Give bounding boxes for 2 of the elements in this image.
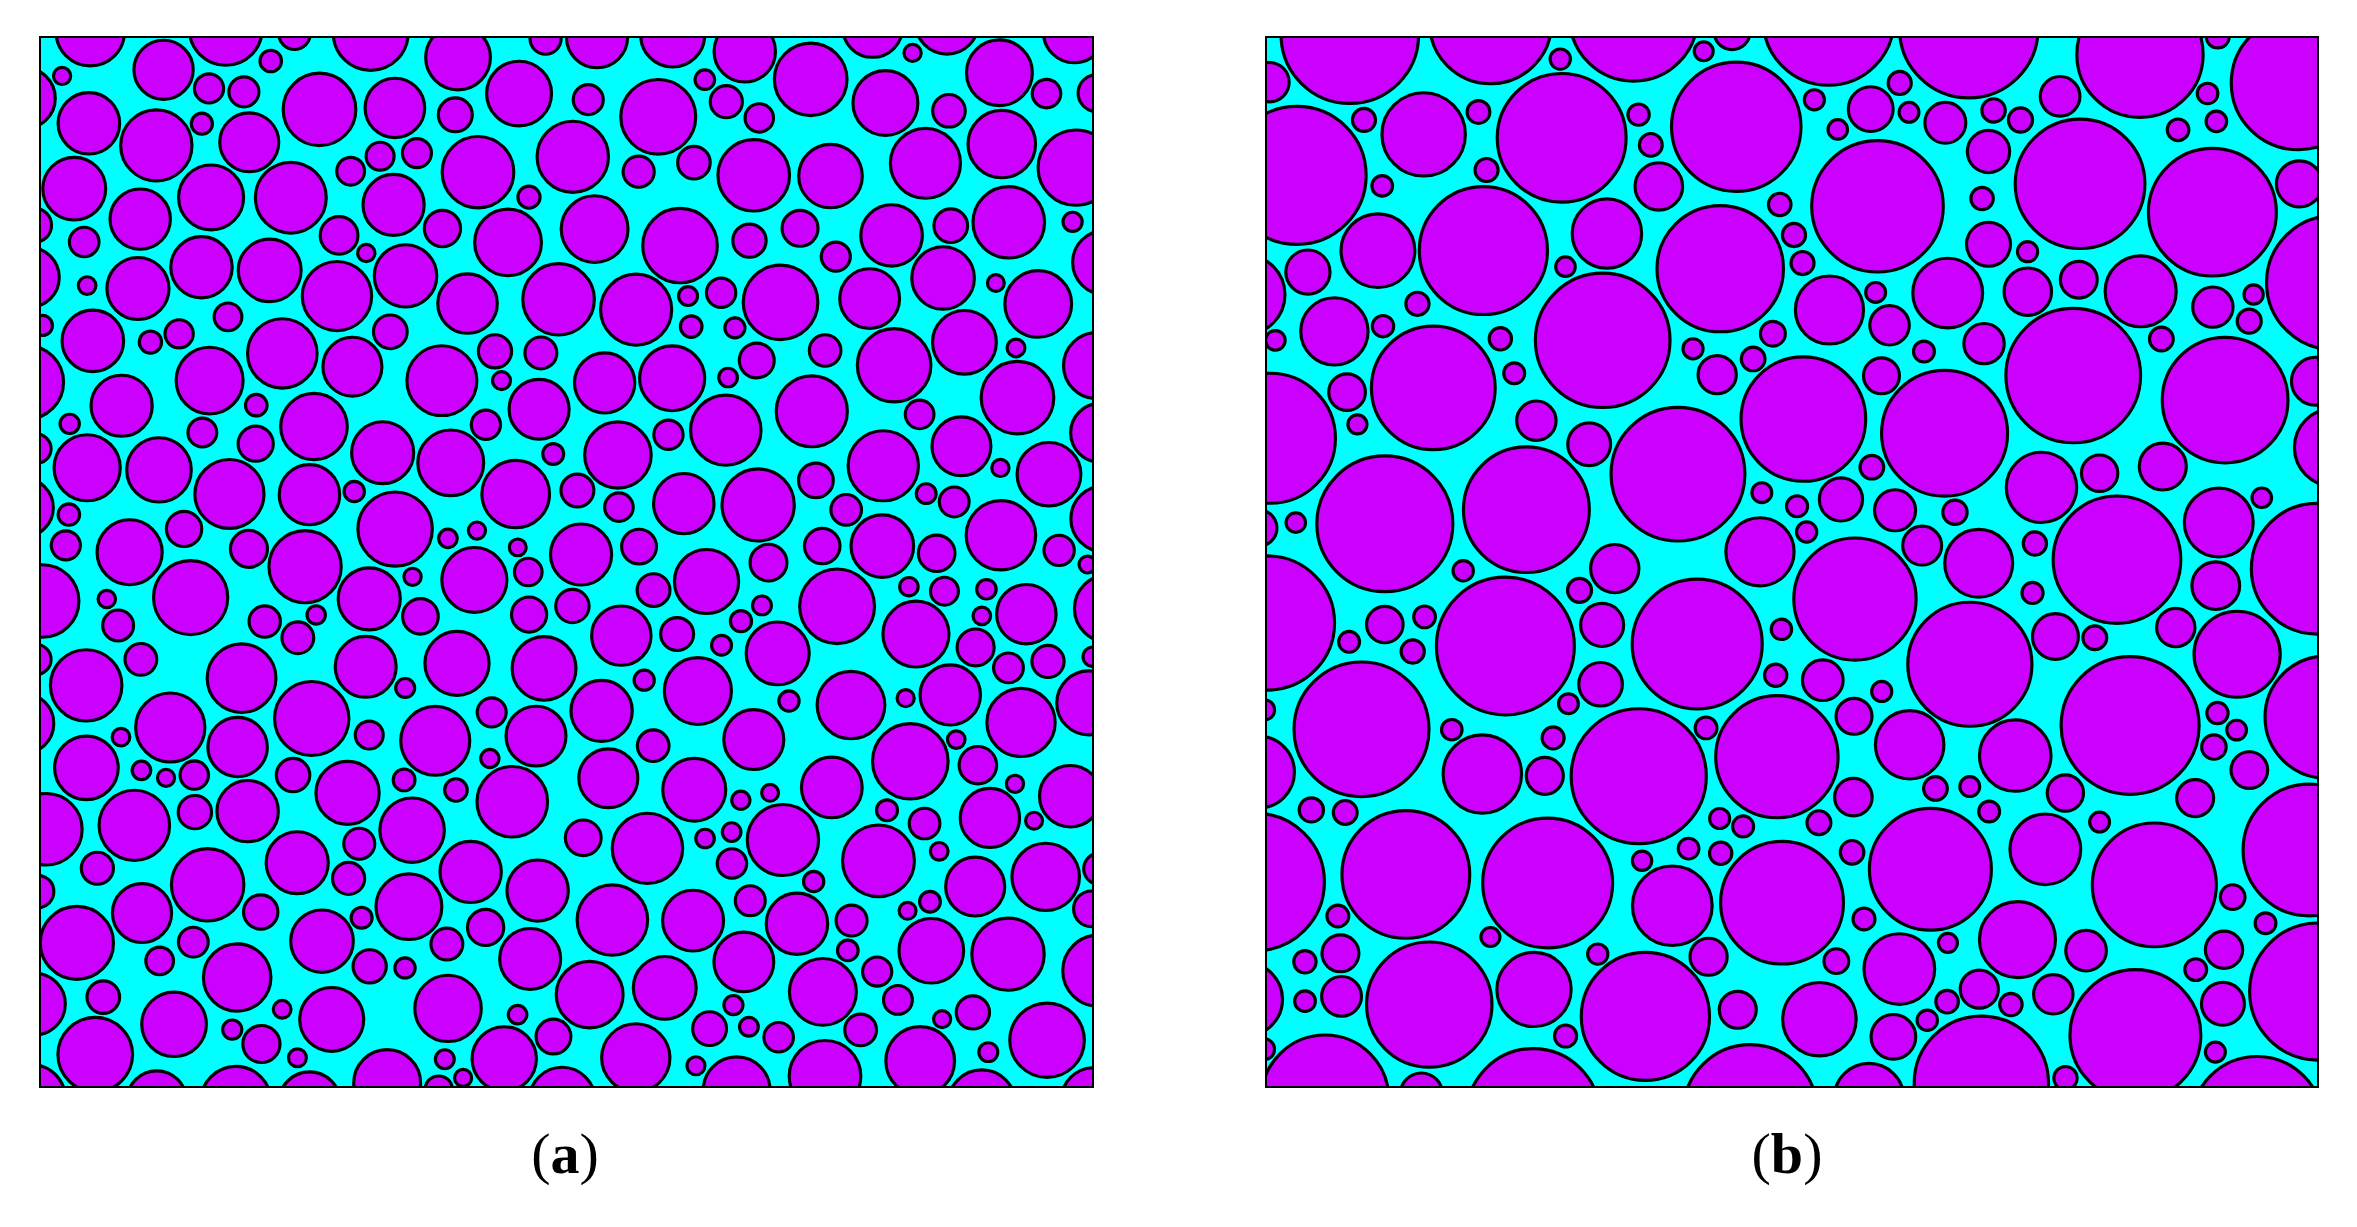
panel-label: (a): [530, 1120, 600, 1188]
panel-label: (b): [1750, 1120, 1824, 1188]
